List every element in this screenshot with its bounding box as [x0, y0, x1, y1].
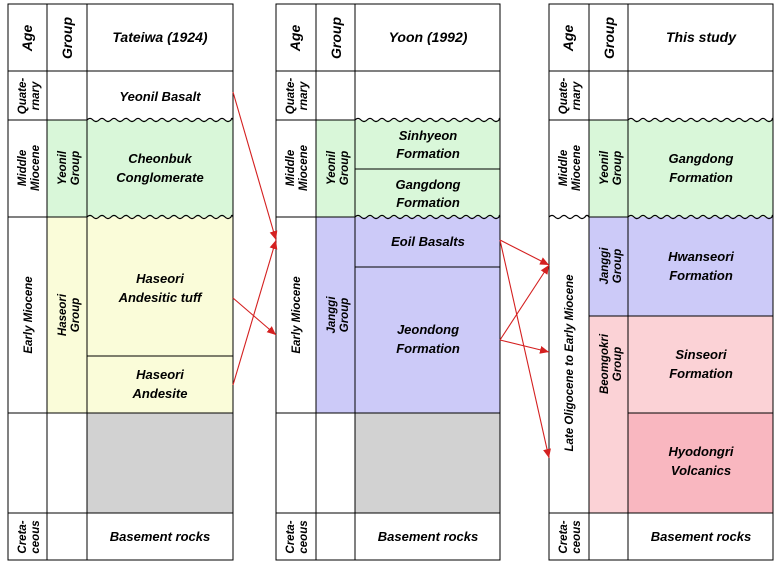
fill-hyodongri [628, 413, 773, 513]
unit-jeondong-line2: Formation [396, 341, 460, 356]
unit-yeonil-basalt: Yeonil Basalt [119, 89, 201, 104]
unit-sinseori-line1: Sinseori [675, 347, 727, 362]
age-cretaceous-line1: Creta- [558, 520, 570, 553]
arrow-eoil-to-this-study-bottom [499, 239, 551, 459]
unit-basement: Basement rocks [110, 529, 210, 544]
unit-cheonbuk-line2: Conglomerate [116, 170, 203, 185]
age-quaternary-line2: rnary [571, 81, 583, 110]
unit-gangdong-line2: Formation [396, 195, 460, 210]
age-middle-miocene-line2: Miocene [571, 144, 583, 191]
unit-haseori-tuff-line1: Haseori [136, 271, 184, 286]
unit-gangdong-line1: Gangdong [396, 177, 461, 192]
arrow-yeonil-basalt-to-yoon [232, 91, 278, 241]
fill-yeonil-group [316, 120, 355, 217]
age-middle-miocene-line1: Middle [558, 149, 570, 186]
unit-basement: Basement rocks [378, 529, 478, 544]
age-quaternary-line2: rnary [298, 81, 310, 110]
unit-haseori-tuff-line2: Andesitic tuff [118, 290, 203, 305]
age-quaternary-line2: rnary [30, 81, 42, 110]
header-title: This study [666, 29, 737, 45]
header-group: Group [601, 17, 617, 59]
group-haseori-line1: Haseori [57, 293, 69, 336]
fill-unknown-gray [355, 413, 500, 513]
fill-haseori-units [87, 217, 233, 413]
fill-eoil-jeondong [355, 217, 500, 413]
fill-janggi-group [589, 217, 628, 316]
header-title: Yoon (1992) [389, 29, 468, 45]
fill-yeonil-group [47, 120, 87, 217]
unit-jeondong-line1: Jeondong [397, 322, 459, 337]
group-haseori-line2: Group [70, 298, 82, 333]
unit-sinhyeon-line2: Formation [396, 146, 460, 161]
unit-gangdong-line2: Formation [669, 170, 733, 185]
header-age: Age [560, 25, 576, 53]
unit-gangdong-line1: Gangdong [669, 151, 734, 166]
unit-cheonbuk-line1: Cheonbuk [128, 151, 192, 166]
header-group: Group [59, 17, 75, 59]
arrow-jeondong-to-this-study-top [499, 264, 550, 341]
group-yeonil-line1: Yeonil [599, 150, 611, 185]
age-middle-miocene-line2: Miocene [30, 144, 42, 191]
age-cretaceous-line1: Creta- [285, 520, 297, 553]
unit-sinseori-line2: Formation [669, 366, 733, 381]
age-early-miocene: Early Miocene [291, 276, 303, 354]
age-quaternary-line1: Quate- [17, 78, 29, 115]
group-janggi-line2: Group [339, 298, 351, 333]
arrow-haseori-tuff-to-yoon [232, 297, 277, 336]
correlation-arrows [232, 91, 551, 459]
age-cretaceous-line2: ceous [30, 520, 42, 553]
age-middle-miocene-line1: Middle [285, 149, 297, 186]
unit-hyodongri-line2: Volcanics [671, 463, 731, 478]
header-group: Group [328, 17, 344, 59]
age-cretaceous-line1: Creta- [17, 520, 29, 553]
column-yoon: Age Group Yoon (1992) Quate- rnary Middl… [275, 3, 501, 561]
fill-yeonil-group [589, 120, 628, 217]
fill-gangdong [628, 120, 773, 217]
age-quaternary-line1: Quate- [558, 78, 570, 115]
group-yeonil-line2: Group [612, 151, 624, 186]
group-beomgokri-line2: Group [612, 347, 624, 382]
fill-unknown-gray [87, 413, 233, 513]
arrow-eoil-to-this-study-top [499, 239, 550, 266]
group-yeonil-line1: Yeonil [326, 150, 338, 185]
unit-haseori-andesite-line1: Haseori [136, 367, 184, 382]
unit-hyodongri-line1: Hyodongri [669, 444, 734, 459]
group-janggi-line1: Janggi [326, 296, 338, 334]
age-middle-miocene-line2: Miocene [298, 144, 310, 191]
header-title: Tateiwa (1924) [112, 29, 208, 45]
unit-sinhyeon-line1: Sinhyeon [399, 128, 458, 143]
fill-janggi-group [316, 217, 355, 413]
group-yeonil-line2: Group [70, 151, 82, 186]
group-janggi-line2: Group [612, 249, 624, 284]
fill-beomgokri-group [589, 316, 628, 513]
unit-basement: Basement rocks [651, 529, 751, 544]
age-late-oligocene-early-miocene: Late Oligocene to Early Miocene [564, 274, 576, 452]
fill-hwanseori [628, 217, 773, 316]
group-yeonil-line1: Yeonil [57, 150, 69, 185]
group-beomgokri-line1: Beomgokri [599, 333, 611, 394]
unit-haseori-andesite-line2: Andesite [132, 386, 188, 401]
column-tateiwa: Age Group Tateiwa (1924) Quate- rnary Mi… [7, 3, 234, 561]
fill-cheonbuk [87, 120, 233, 217]
group-janggi-line1: Janggi [599, 247, 611, 285]
fill-haseori-group [47, 217, 87, 413]
age-early-miocene: Early Miocene [23, 276, 35, 354]
column-this-study: Age Group This study Quate- rnary Middle… [548, 3, 774, 561]
age-middle-miocene-line1: Middle [17, 149, 29, 186]
arrow-jeondong-to-this-study-mid [499, 339, 550, 354]
unit-eoil-basalts: Eoil Basalts [391, 234, 465, 249]
age-cretaceous-line2: ceous [571, 520, 583, 553]
unit-hwanseori-line2: Formation [669, 268, 733, 283]
age-quaternary-line1: Quate- [285, 78, 297, 115]
unit-hwanseori-line1: Hwanseori [668, 249, 734, 264]
fill-sinseori [628, 316, 773, 413]
header-age: Age [19, 25, 35, 53]
group-yeonil-line2: Group [339, 151, 351, 186]
header-age: Age [287, 25, 303, 53]
arrow-haseori-andesite-to-yoon [232, 239, 278, 386]
age-cretaceous-line2: ceous [298, 520, 310, 553]
